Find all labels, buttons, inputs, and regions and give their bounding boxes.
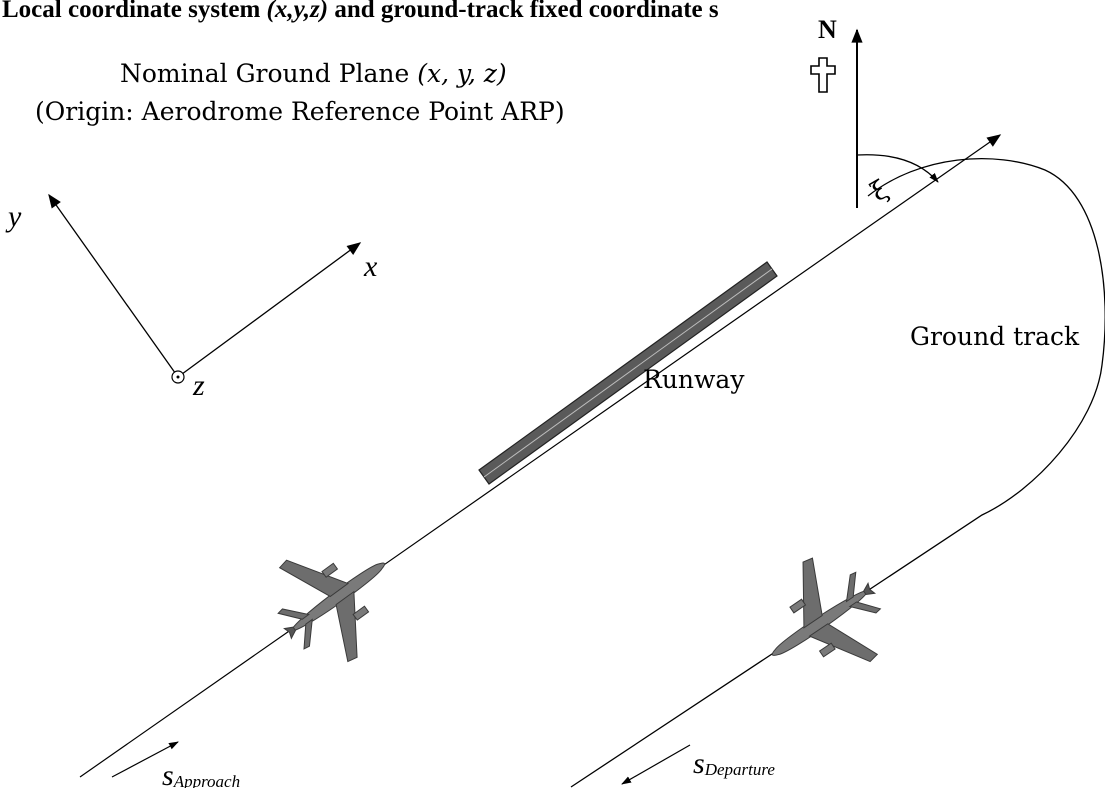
ground-track-path xyxy=(570,157,1105,788)
caption-prefix: Local coordinate system xyxy=(2,0,267,23)
s-approach-symbol: s xyxy=(162,759,174,788)
local-axes: y x z xyxy=(5,193,378,402)
departure-airplane-icon xyxy=(738,538,906,706)
ground-track-label: Ground track xyxy=(910,322,1080,351)
north-label: N xyxy=(818,15,837,44)
plane-label-text: Nominal Ground Plane xyxy=(120,59,417,88)
approach-airplane-icon xyxy=(252,514,421,683)
runway: Runway xyxy=(478,261,778,485)
runway-centerline xyxy=(79,134,1002,778)
plane-label-line2: (Origin: Aerodrome Reference Point ARP) xyxy=(35,97,565,126)
x-axis-label: x xyxy=(363,250,378,283)
runway-label: Runway xyxy=(643,365,745,394)
heading-angle-arc xyxy=(856,154,939,183)
x-axis-arrow xyxy=(177,242,362,378)
s-departure-arrow xyxy=(621,744,691,785)
s-approach-arrow xyxy=(111,741,179,778)
z-axis-label: z xyxy=(192,369,205,402)
s-departure-label: sDeparture xyxy=(693,747,775,780)
compass-cross-icon xyxy=(810,57,836,93)
s-departure-symbol: s xyxy=(693,747,705,780)
plane-label-line1: Nominal Ground Plane (x, y, z) xyxy=(120,59,507,88)
caption-suffix: and ground-track fixed coordinate s xyxy=(328,0,719,23)
y-axis-label: y xyxy=(5,200,22,233)
north-indicator: N ξ xyxy=(810,15,939,208)
s-approach-subscript: Approach xyxy=(173,772,240,788)
caption-vars: (x,y,z) xyxy=(267,0,329,23)
plane-label-vars: (x, y, z) xyxy=(417,59,506,88)
s-departure-indicator: sDeparture xyxy=(621,744,775,785)
heading-angle-symbol: ξ xyxy=(866,175,893,208)
s-approach-indicator: sApproach xyxy=(111,741,240,788)
figure-caption: Local coordinate system (x,y,z) and grou… xyxy=(2,0,719,23)
s-departure-subscript: Departure xyxy=(704,760,776,779)
y-axis-arrow xyxy=(48,193,179,378)
s-approach-label: sApproach xyxy=(162,759,240,788)
